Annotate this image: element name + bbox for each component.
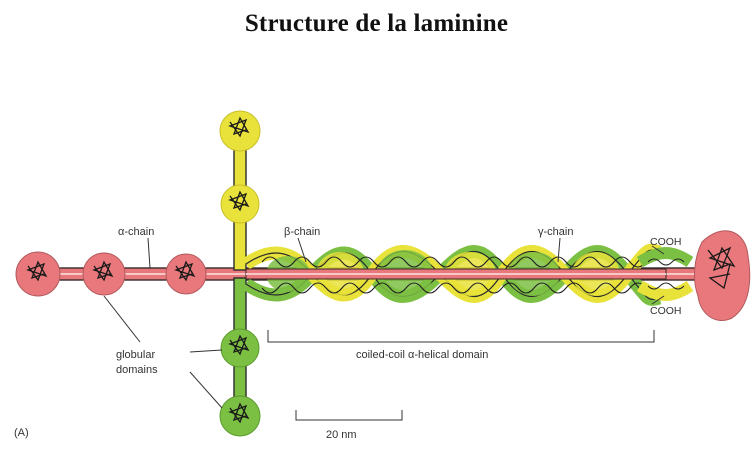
- coiled-coil-helical-domain: [246, 250, 666, 299]
- scale-bar: [296, 410, 402, 420]
- globular-leader-2: [190, 350, 222, 352]
- globular-domains-label-line1: globular: [116, 349, 155, 361]
- beta-chain-label: β-chain: [284, 226, 320, 238]
- panel-label: (A): [14, 427, 29, 439]
- globular-leader-3: [190, 372, 222, 408]
- coiled-coil-label: coiled-coil α-helical domain: [356, 349, 488, 361]
- alpha-chain-leader: [148, 238, 150, 268]
- cooh-top-label: COOH: [650, 236, 682, 248]
- cooh-bottom-label: COOH: [650, 305, 682, 317]
- globular-domains-label-line2: domains: [116, 364, 158, 376]
- gamma-chain-short-arm: [220, 278, 260, 436]
- scale-bar-label: 20 nm: [326, 429, 357, 441]
- gamma-chain-label: γ-chain: [538, 226, 573, 238]
- alpha-chain-label: α-chain: [118, 226, 154, 238]
- globular-leader-1: [104, 296, 140, 342]
- coiled-coil-bracket: [268, 330, 654, 342]
